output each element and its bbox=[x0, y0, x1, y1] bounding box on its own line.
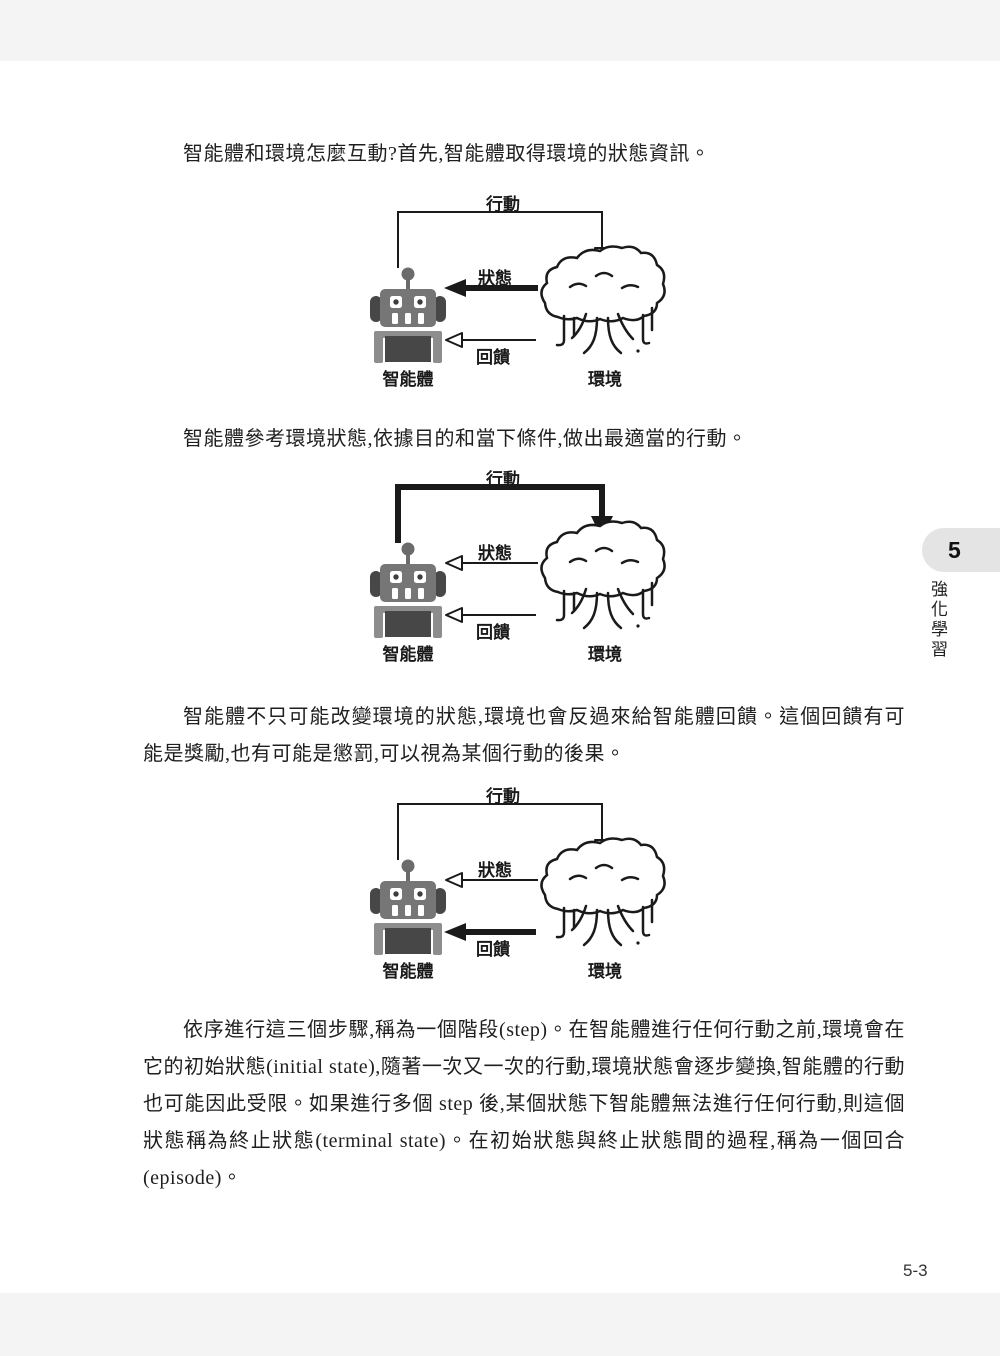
tree-icon bbox=[540, 837, 666, 947]
feedback-arrow-label: 回饋 bbox=[476, 623, 510, 642]
feedback-arrow bbox=[444, 923, 536, 941]
paragraph-step-episode: 依序進行這三個步驟,稱為一個階段(step)。在智能體進行任何行動之前,環境會在… bbox=[143, 1019, 905, 1189]
robot-icon bbox=[370, 267, 446, 363]
paragraph-action: 智能體參考環境狀態,依據目的和當下條件,做出最適當的行動。 bbox=[183, 428, 748, 450]
feedback-arrow bbox=[445, 332, 536, 348]
feedback-arrow-label: 回饋 bbox=[476, 940, 510, 959]
agent-environment-diagram-state: 行動 狀態 回饋 智能體 環境 bbox=[350, 190, 670, 390]
agent-environment-diagram-feedback: 行動 狀態 回饋 智能體 環境 bbox=[350, 782, 670, 982]
state-arrow bbox=[445, 555, 538, 571]
robot-icon bbox=[370, 859, 446, 955]
state-arrow bbox=[445, 872, 538, 888]
robot-icon bbox=[370, 542, 446, 638]
page-number: 5-3 bbox=[903, 1261, 928, 1280]
action-arrow-label: 行動 bbox=[486, 195, 520, 214]
state-arrow-label: 狀態 bbox=[478, 544, 512, 563]
environment-label: 環境 bbox=[588, 962, 622, 981]
action-arrow-label: 行動 bbox=[486, 470, 520, 489]
state-arrow-label: 狀態 bbox=[478, 861, 512, 880]
environment-label: 環境 bbox=[588, 370, 622, 389]
agent-label: 智能體 bbox=[382, 645, 434, 664]
chapter-title-vertical: 強化學習 bbox=[928, 580, 947, 660]
agent-label: 智能體 bbox=[382, 370, 434, 389]
chapter-number: 5 bbox=[948, 536, 961, 563]
paragraph-intro-interaction: 智能體和環境怎麼互動?首先,智能體取得環境的狀態資訊。 bbox=[183, 143, 711, 165]
agent-environment-diagram-action: 行動 狀態 回饋 智能體 環境 bbox=[350, 465, 670, 665]
state-arrow-label: 狀態 bbox=[478, 269, 512, 288]
feedback-arrow-label: 回饋 bbox=[476, 348, 510, 367]
environment-label: 環境 bbox=[588, 645, 622, 664]
tree-icon bbox=[540, 245, 666, 355]
action-arrow-label: 行動 bbox=[486, 787, 520, 806]
page-sheet bbox=[0, 61, 1000, 1293]
chapter-tab: 5 bbox=[922, 528, 1000, 572]
feedback-arrow bbox=[445, 607, 536, 623]
tree-icon bbox=[540, 520, 666, 630]
agent-label: 智能體 bbox=[382, 962, 434, 981]
paragraph-feedback: 智能體不只可能改變環境的狀態,環境也會反過來給智能體回饋。這個回饋有可能是獎勵,… bbox=[143, 706, 905, 765]
state-arrow bbox=[444, 279, 538, 297]
